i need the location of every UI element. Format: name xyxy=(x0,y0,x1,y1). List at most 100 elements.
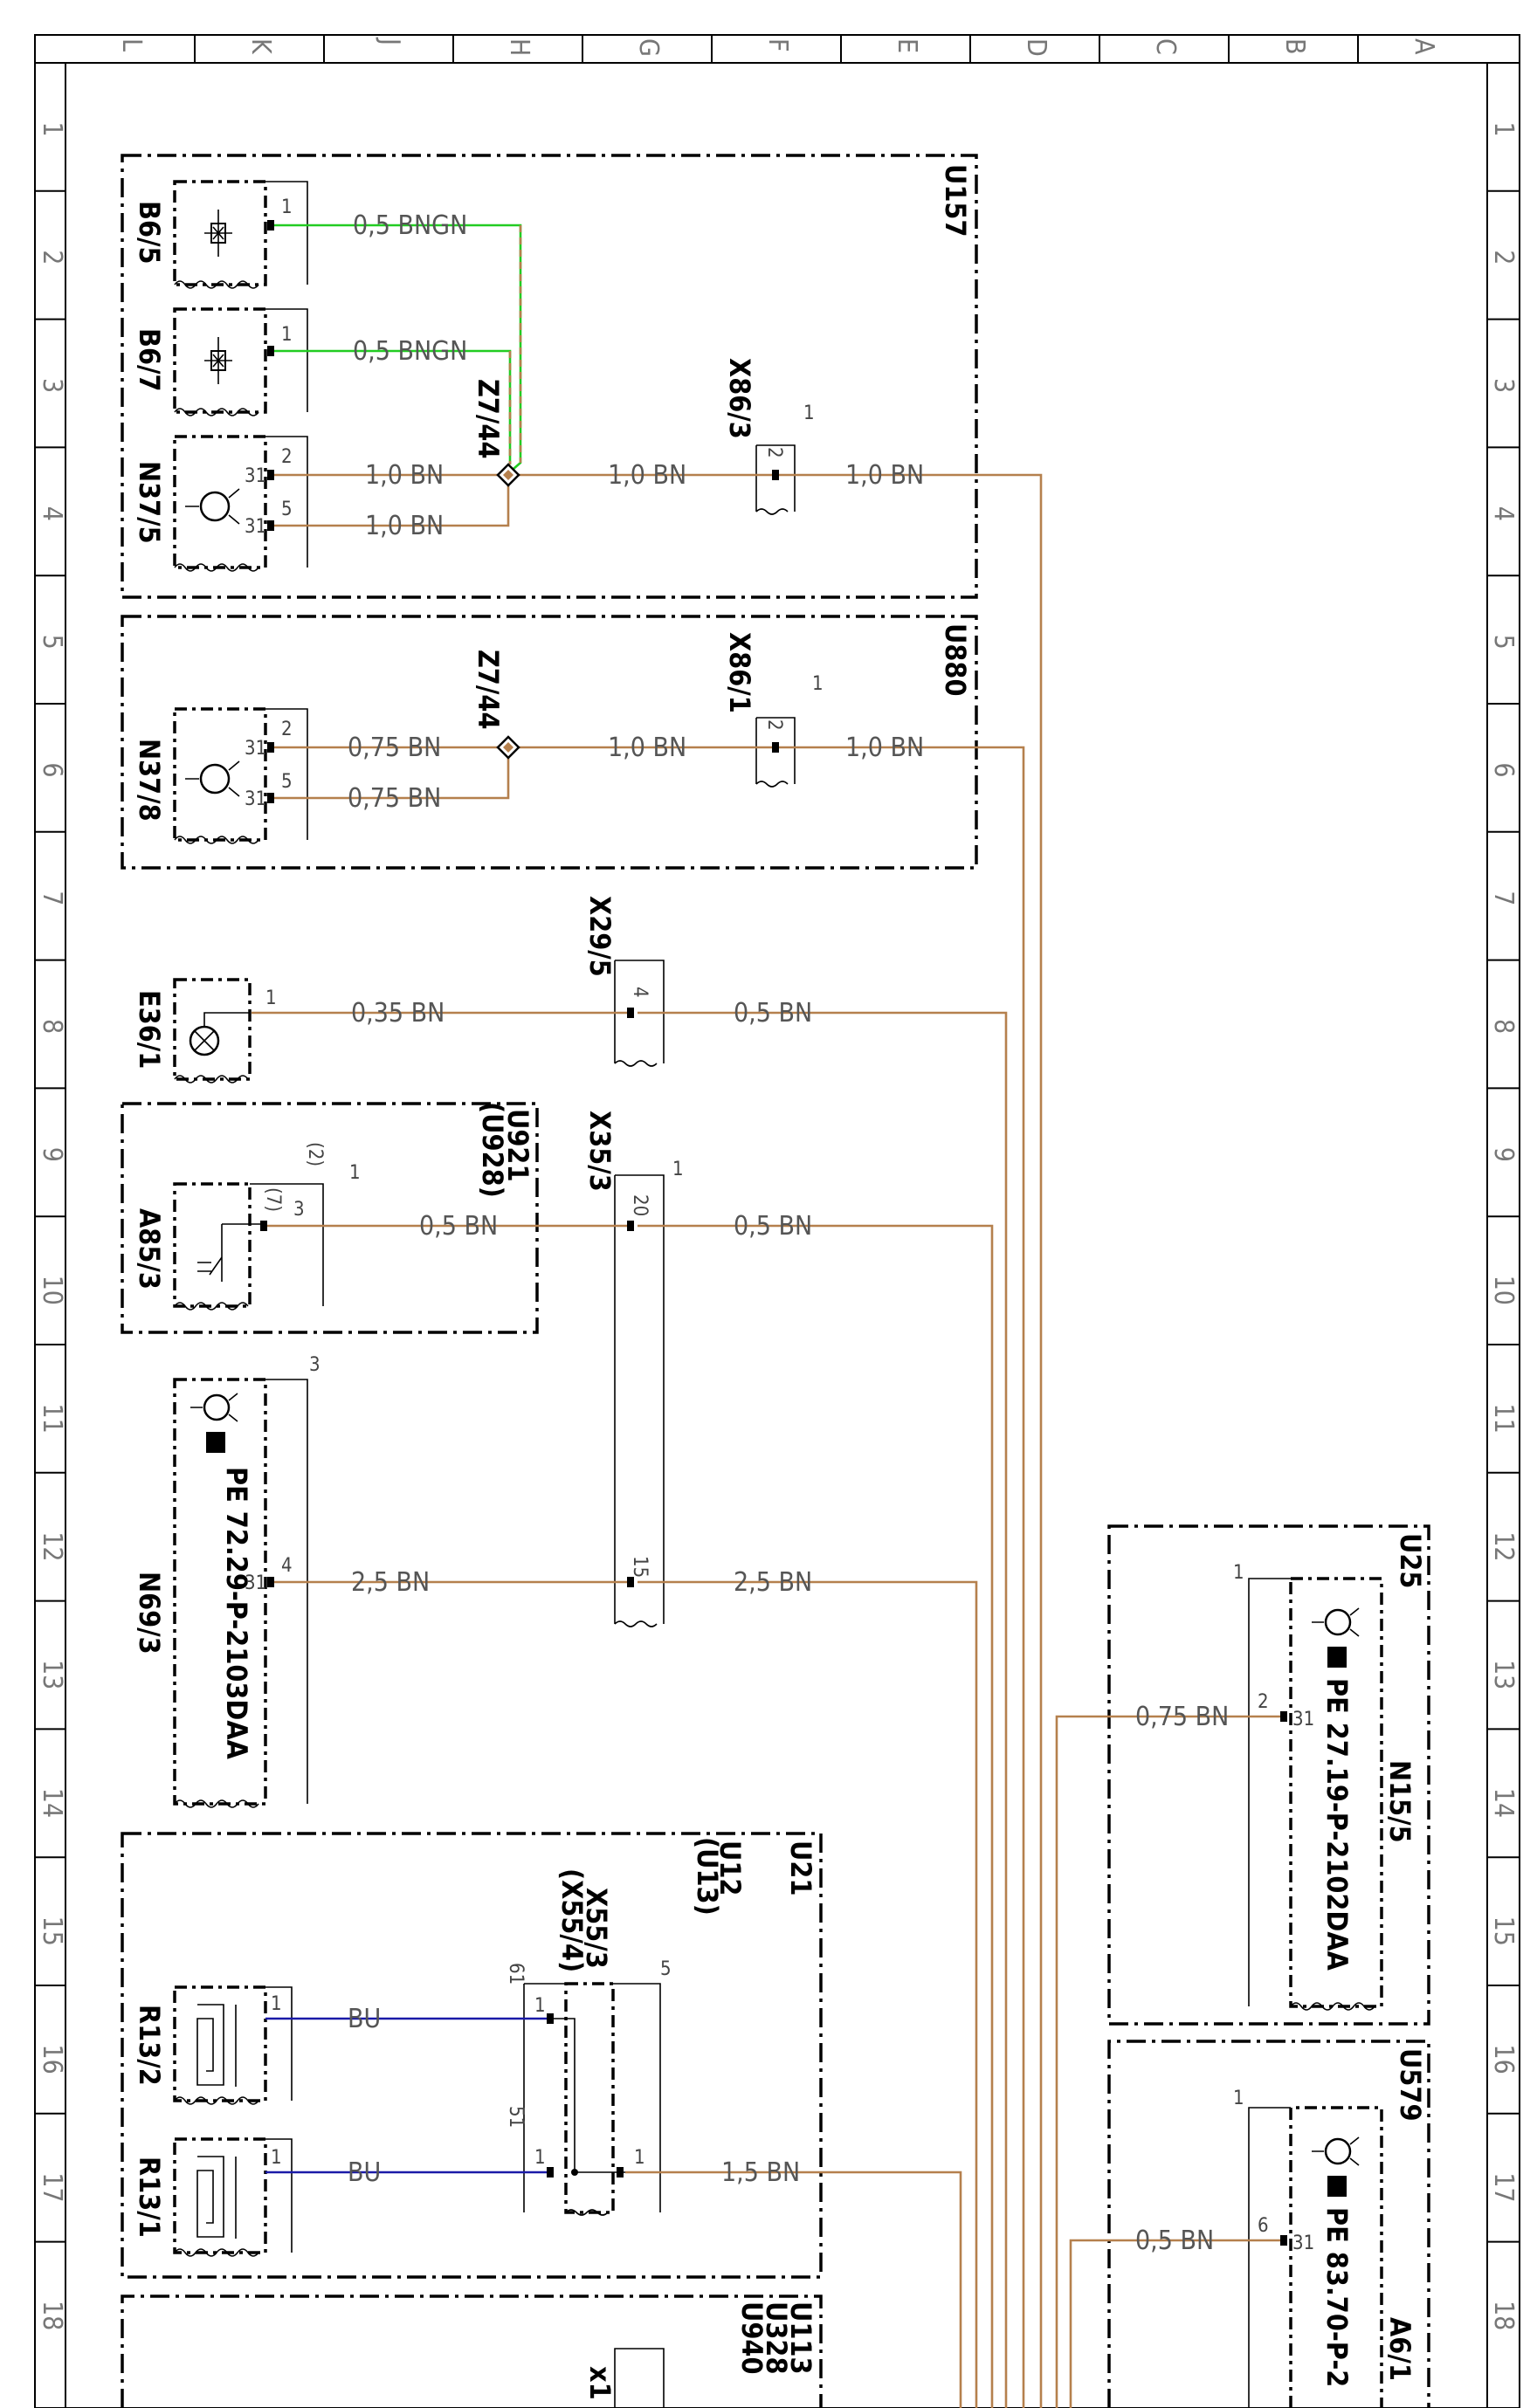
grid-row-4-r: 4 xyxy=(1488,506,1519,521)
group-label-u880: U880 xyxy=(939,623,972,696)
label-x1: x1 xyxy=(583,2366,617,2400)
grid-row-3-l: 3 xyxy=(37,378,67,393)
pin-b6-5: 1 xyxy=(281,196,293,218)
pin-a85-3-1: 1 xyxy=(349,1162,361,1184)
grid-row-7-l: 7 xyxy=(37,891,67,905)
grid-col-j: J xyxy=(375,37,405,45)
pin-x55-5: 5 xyxy=(660,1958,672,1980)
wire-label-n37-5-b: 1,0 BN xyxy=(365,511,444,541)
pin-x55-51: 51 xyxy=(505,2106,527,2128)
component-a6-1: PE 83.70-P-2 A6/1 xyxy=(1248,2106,1416,2408)
wire-x86-1-out xyxy=(779,746,1025,2408)
pin-n37-5-31a: 31 xyxy=(245,465,266,487)
wire-a6-1 xyxy=(1069,2239,1280,2408)
pin-a6-1-6: 6 xyxy=(1258,2215,1269,2237)
pin-n69-3-4: 4 xyxy=(281,1555,293,1577)
label-x86-1: X86/1 xyxy=(723,632,756,713)
pin-n37-5-2: 2 xyxy=(281,446,293,468)
grid-col-f: F xyxy=(762,38,793,52)
label-x29-5: X29/5 xyxy=(583,896,617,977)
grid-row-17-l: 17 xyxy=(37,2172,67,2202)
label-z7-44-mid: Z7/44 xyxy=(472,650,505,729)
component-b6-5: B6/5 xyxy=(133,180,308,289)
wire-label-x35-3-15: 2,5 BN xyxy=(734,1567,812,1598)
wire-label-e36-1: 0,35 BN xyxy=(351,998,445,1029)
group-label-u328: U328 xyxy=(760,2301,793,2374)
connector-x86-1: X86/1 xyxy=(723,632,796,788)
label-n37-5: N37/5 xyxy=(133,461,166,544)
bridge-x55 xyxy=(552,2018,625,2173)
connector-x1: x1 xyxy=(583,2348,665,2408)
pin-n69-3-3: 3 xyxy=(309,1354,320,1376)
wire-label-n37-8-b: 0,75 BN xyxy=(348,783,441,814)
grid-row-14-l: 14 xyxy=(37,1788,67,1818)
pin-x86-3-2: 2 xyxy=(763,447,785,458)
wire-x55-3-out xyxy=(625,2171,962,2408)
pin-x55-1c: 1 xyxy=(634,2147,645,2169)
pin-n15-5-31: 31 xyxy=(1292,1709,1314,1730)
wire-x35-3-20 xyxy=(638,1224,994,2408)
pin-x86-1-1: 1 xyxy=(812,673,824,695)
wire-label-n37-5-a: 1,0 BN xyxy=(365,460,444,491)
label-r13-1: R13/1 xyxy=(133,2157,166,2238)
grid-row-1-r: 1 xyxy=(1488,121,1519,136)
group-box-u21 xyxy=(121,1832,823,2279)
component-n37-8: N37/8 xyxy=(133,707,308,844)
label-b6-7: B6/7 xyxy=(133,328,166,392)
splice-z7-44-top: Z7/44 xyxy=(472,379,520,487)
label-r13-2: R13/2 xyxy=(133,2005,166,2086)
pin-a85-3-2par: (2) xyxy=(304,1142,326,1166)
splice-z7-44-mid: Z7/44 xyxy=(472,650,520,760)
grid-col-g: G xyxy=(633,38,664,57)
grid-row-15-r: 15 xyxy=(1488,1916,1519,1946)
group-label-u21: U21 xyxy=(784,1840,817,1895)
grid-row-5-r: 5 xyxy=(1488,635,1519,650)
wire-label-n15-5: 0,75 BN xyxy=(1135,1702,1229,1732)
connector-x35-3: X35/3 xyxy=(583,1111,665,1627)
wire-label-n69-3: 2,5 BN xyxy=(351,1567,430,1598)
pin-x55-1a: 1 xyxy=(534,1995,546,2017)
grid-row-9-r: 9 xyxy=(1488,1147,1519,1162)
wire-n37-8-b xyxy=(272,754,510,800)
group-label-u25: U25 xyxy=(1394,1533,1427,1588)
wire-label-z7-x86-1: 1,0 BN xyxy=(608,733,686,763)
wire-label-x55-3-out: 1,5 BN xyxy=(721,2157,800,2188)
pin-x29-5-4: 4 xyxy=(629,987,651,998)
grid-row-1-l: 1 xyxy=(37,121,67,136)
label-e36-1: E36/1 xyxy=(133,990,166,1069)
grid-row-12-l: 12 xyxy=(37,1531,67,1561)
pin-b6-7: 1 xyxy=(281,324,293,346)
pin-r13-2: 1 xyxy=(271,1993,282,2015)
wire-label-n37-8-a: 0,75 BN xyxy=(348,733,441,763)
grid-col-k: K xyxy=(245,38,276,55)
pin-a6-1-31: 31 xyxy=(1292,2233,1314,2254)
pin-markers xyxy=(260,220,1287,2246)
pin-x35-3-1: 1 xyxy=(672,1159,684,1180)
wire-label-x29-5-out: 0,5 BN xyxy=(734,998,812,1029)
pin-n37-8-31a: 31 xyxy=(245,738,266,760)
grid-row-8-r: 8 xyxy=(1488,1019,1519,1034)
pin-r13-1: 1 xyxy=(271,2147,282,2169)
grid-row-18-l: 18 xyxy=(37,2301,67,2330)
group-label-u157: U157 xyxy=(939,164,972,237)
pin-n37-8-31b: 31 xyxy=(245,788,266,810)
grid-col-l: L xyxy=(116,38,147,52)
group-box-u25 xyxy=(1107,1524,1430,2026)
grid-row-11-r: 11 xyxy=(1488,1403,1519,1433)
pin-n15-5-1: 1 xyxy=(1233,1562,1244,1584)
group-label-u940: U940 xyxy=(735,2301,768,2374)
grid-row-6-r: 6 xyxy=(1488,762,1519,777)
label-n69-3: N69/3 xyxy=(133,1572,166,1655)
group-label-u928: (U928) xyxy=(476,1102,509,1198)
component-a85-3: A85/3 xyxy=(133,1182,324,1311)
pin-x55-61: 61 xyxy=(505,1963,527,1985)
label-z7-44-top: Z7/44 xyxy=(472,379,505,458)
grid-row-17-r: 17 xyxy=(1488,2172,1519,2202)
grid-row-12-r: 12 xyxy=(1488,1531,1519,1561)
grid-row-4-l: 4 xyxy=(37,506,67,521)
wire-label-r13-1: BU xyxy=(348,2157,381,2188)
pin-a6-1-1: 1 xyxy=(1233,2088,1244,2109)
grid-row-5-l: 5 xyxy=(37,635,67,650)
frame xyxy=(34,34,1520,2408)
